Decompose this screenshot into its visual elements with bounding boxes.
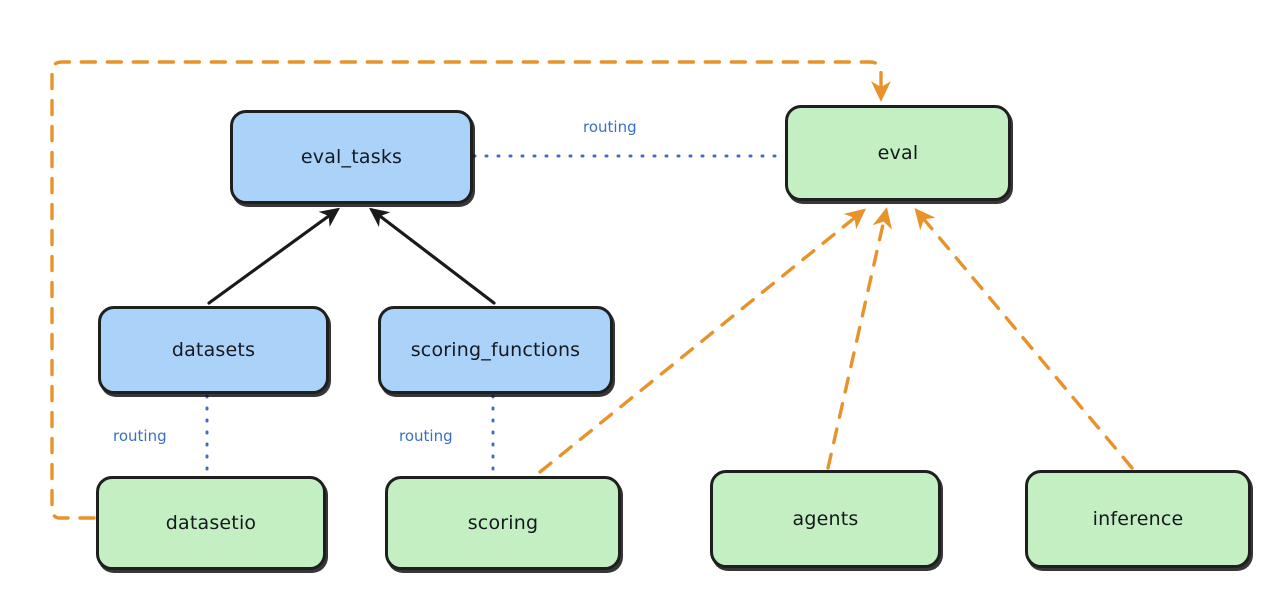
node-agents[interactable]: agents bbox=[710, 470, 941, 568]
edge-label-routing-datasets: routing bbox=[113, 427, 167, 445]
edge-label-routing-eval-tasks: routing bbox=[583, 118, 637, 136]
node-scoring-functions[interactable]: scoring_functions bbox=[378, 306, 613, 394]
node-scoring[interactable]: scoring bbox=[385, 476, 621, 570]
edge-agents-to-eval bbox=[826, 207, 892, 470]
edge-datasets-to-eval-tasks bbox=[207, 207, 341, 305]
node-eval[interactable]: eval bbox=[785, 105, 1011, 201]
node-label: datasets bbox=[171, 339, 256, 361]
edge-label-routing-scoring-functions: routing bbox=[399, 427, 453, 445]
node-eval-tasks[interactable]: eval_tasks bbox=[230, 110, 473, 204]
edge-datasetio-to-eval bbox=[50, 60, 891, 520]
edge-scoring-functions-to-eval-tasks bbox=[369, 207, 496, 305]
edge-inference-to-eval bbox=[914, 207, 1134, 470]
node-datasets[interactable]: datasets bbox=[98, 306, 329, 394]
node-label: agents bbox=[792, 508, 859, 530]
node-label: scoring_functions bbox=[410, 339, 581, 361]
node-inference[interactable]: inference bbox=[1025, 470, 1251, 568]
node-label: eval_tasks bbox=[300, 146, 403, 168]
edge-scoring-to-eval bbox=[538, 208, 867, 474]
node-label: scoring bbox=[467, 512, 539, 534]
node-label: eval bbox=[877, 142, 919, 164]
node-label: datasetio bbox=[165, 512, 257, 534]
node-label: inference bbox=[1092, 508, 1184, 530]
node-datasetio[interactable]: datasetio bbox=[96, 476, 326, 570]
